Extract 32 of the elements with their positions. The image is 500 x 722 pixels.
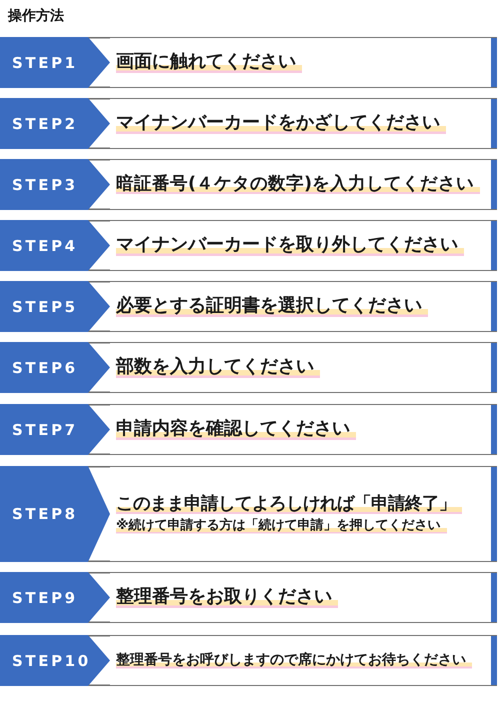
instruction-text: 画面に触れてください [116,50,302,75]
instruction-text: 部数を入力してください [116,355,320,380]
instruction-text: 申請内容を確認してください [116,417,356,442]
instruction-text: 整理番号をお取りください [116,585,338,610]
instruction-box [110,466,497,562]
instruction-text: このまま申請してよろしければ「申請終了」 [116,492,462,516]
instruction-box [110,572,497,623]
instruction-box [110,220,497,271]
instruction-text: 整理番号をお呼びしますので席にかけてお待ちください [116,651,472,670]
step-tab: STEP5 [0,281,110,332]
step-tab: STEP3 [0,159,110,210]
instruction-box [110,98,497,149]
title: 操作方法 [8,7,64,25]
instruction-text: 暗証番号(４ケタの数字)を入力してください [116,172,480,196]
instruction-box [110,159,497,210]
step-tab: STEP8 [0,466,110,562]
step-tab: STEP2 [0,98,110,149]
step-tab: STEP9 [0,572,110,623]
instruction-text: マイナンバーカードをかざしてください [116,111,446,136]
instruction-box [110,404,497,455]
instruction-text: マイナンバーカードを取り外してください [116,233,464,258]
step-tab: STEP7 [0,404,110,455]
note-text: ※続けて申請する方は「続けて申請」を押してください [116,517,447,536]
instruction-box [110,281,497,332]
instruction-box [110,342,497,393]
step-tab: STEP4 [0,220,110,271]
step-tab: STEP10 [0,635,110,686]
step-tab: STEP6 [0,342,110,393]
instruction-text: 必要とする証明書を選択してください [116,294,428,319]
step-tab: STEP1 [0,37,110,88]
instruction-box [110,37,497,88]
instruction-box [110,635,497,686]
